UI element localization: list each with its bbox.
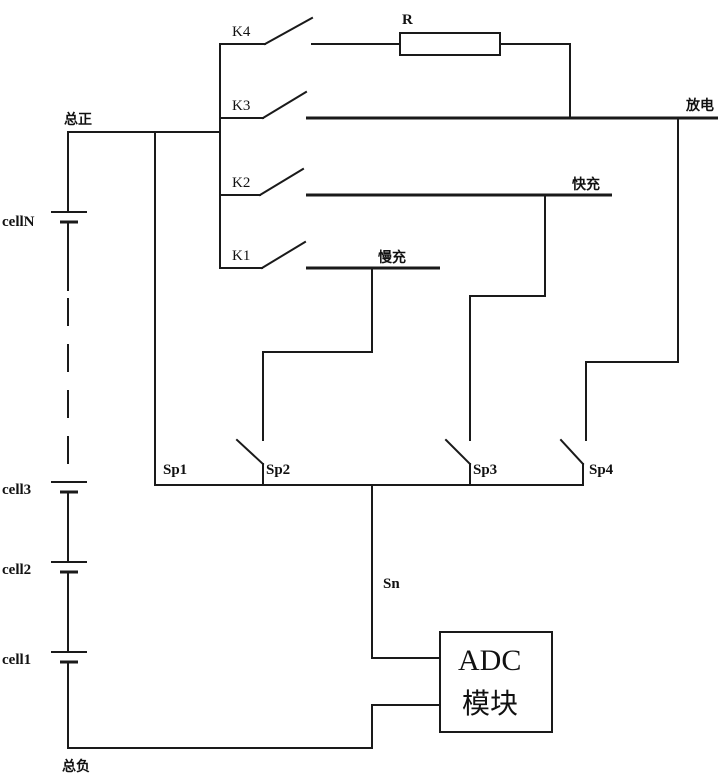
wire-total-negative (67, 663, 441, 749)
adc-module: ADC 模块 (439, 631, 553, 733)
label-slow-charge: 慢充 (378, 249, 406, 266)
labels: 总正 总负 cellN cell3 cell2 cell1 K4 K3 K2 K… (2, 12, 714, 775)
adc-module-label-line2: 模块 (462, 687, 518, 720)
label-cell1: cell1 (2, 652, 31, 668)
k1-switch-blade (260, 240, 307, 270)
relay-branch (154, 16, 718, 270)
sp3-switch-blade (444, 438, 472, 466)
k3-switch-blade (261, 90, 308, 120)
label-k2: K2 (232, 175, 250, 191)
sampling-network (154, 117, 679, 659)
label-fast-charge: 快充 (572, 176, 600, 193)
label-k4: K4 (232, 24, 251, 40)
label-sn: Sn (383, 576, 400, 592)
sp2-switch-blade (235, 438, 265, 466)
label-k1: K1 (232, 248, 250, 264)
slow-charge-sense-wire (262, 267, 373, 441)
adc-module-label-line1: ADC (458, 644, 521, 677)
fast-charge-sense-wire (469, 194, 546, 441)
label-discharge: 放电 (685, 97, 714, 114)
resistor-r (399, 32, 501, 56)
label-resistor: R (402, 12, 413, 28)
label-total-positive: 总正 (64, 111, 92, 128)
label-sp1: Sp1 (163, 462, 187, 478)
wire-total-positive (67, 131, 156, 211)
label-sp4: Sp4 (589, 462, 614, 478)
k4-switch-blade (263, 16, 314, 46)
label-cell-n: cellN (2, 214, 35, 230)
discharge-sense-wire (585, 117, 679, 441)
label-sp3: Sp3 (473, 462, 497, 478)
label-total-negative: 总负 (62, 758, 90, 775)
label-cell3: cell3 (2, 482, 31, 498)
sp4-switch-blade (559, 438, 585, 466)
adc-module-box (439, 631, 553, 733)
sn-wire (371, 484, 441, 659)
battery-pack (51, 131, 441, 749)
label-cell2: cell2 (2, 562, 31, 578)
resistor-to-discharge-wire (499, 43, 571, 119)
k2-switch-blade (258, 167, 305, 197)
label-k3: K3 (232, 98, 250, 114)
label-sp2: Sp2 (266, 462, 290, 478)
